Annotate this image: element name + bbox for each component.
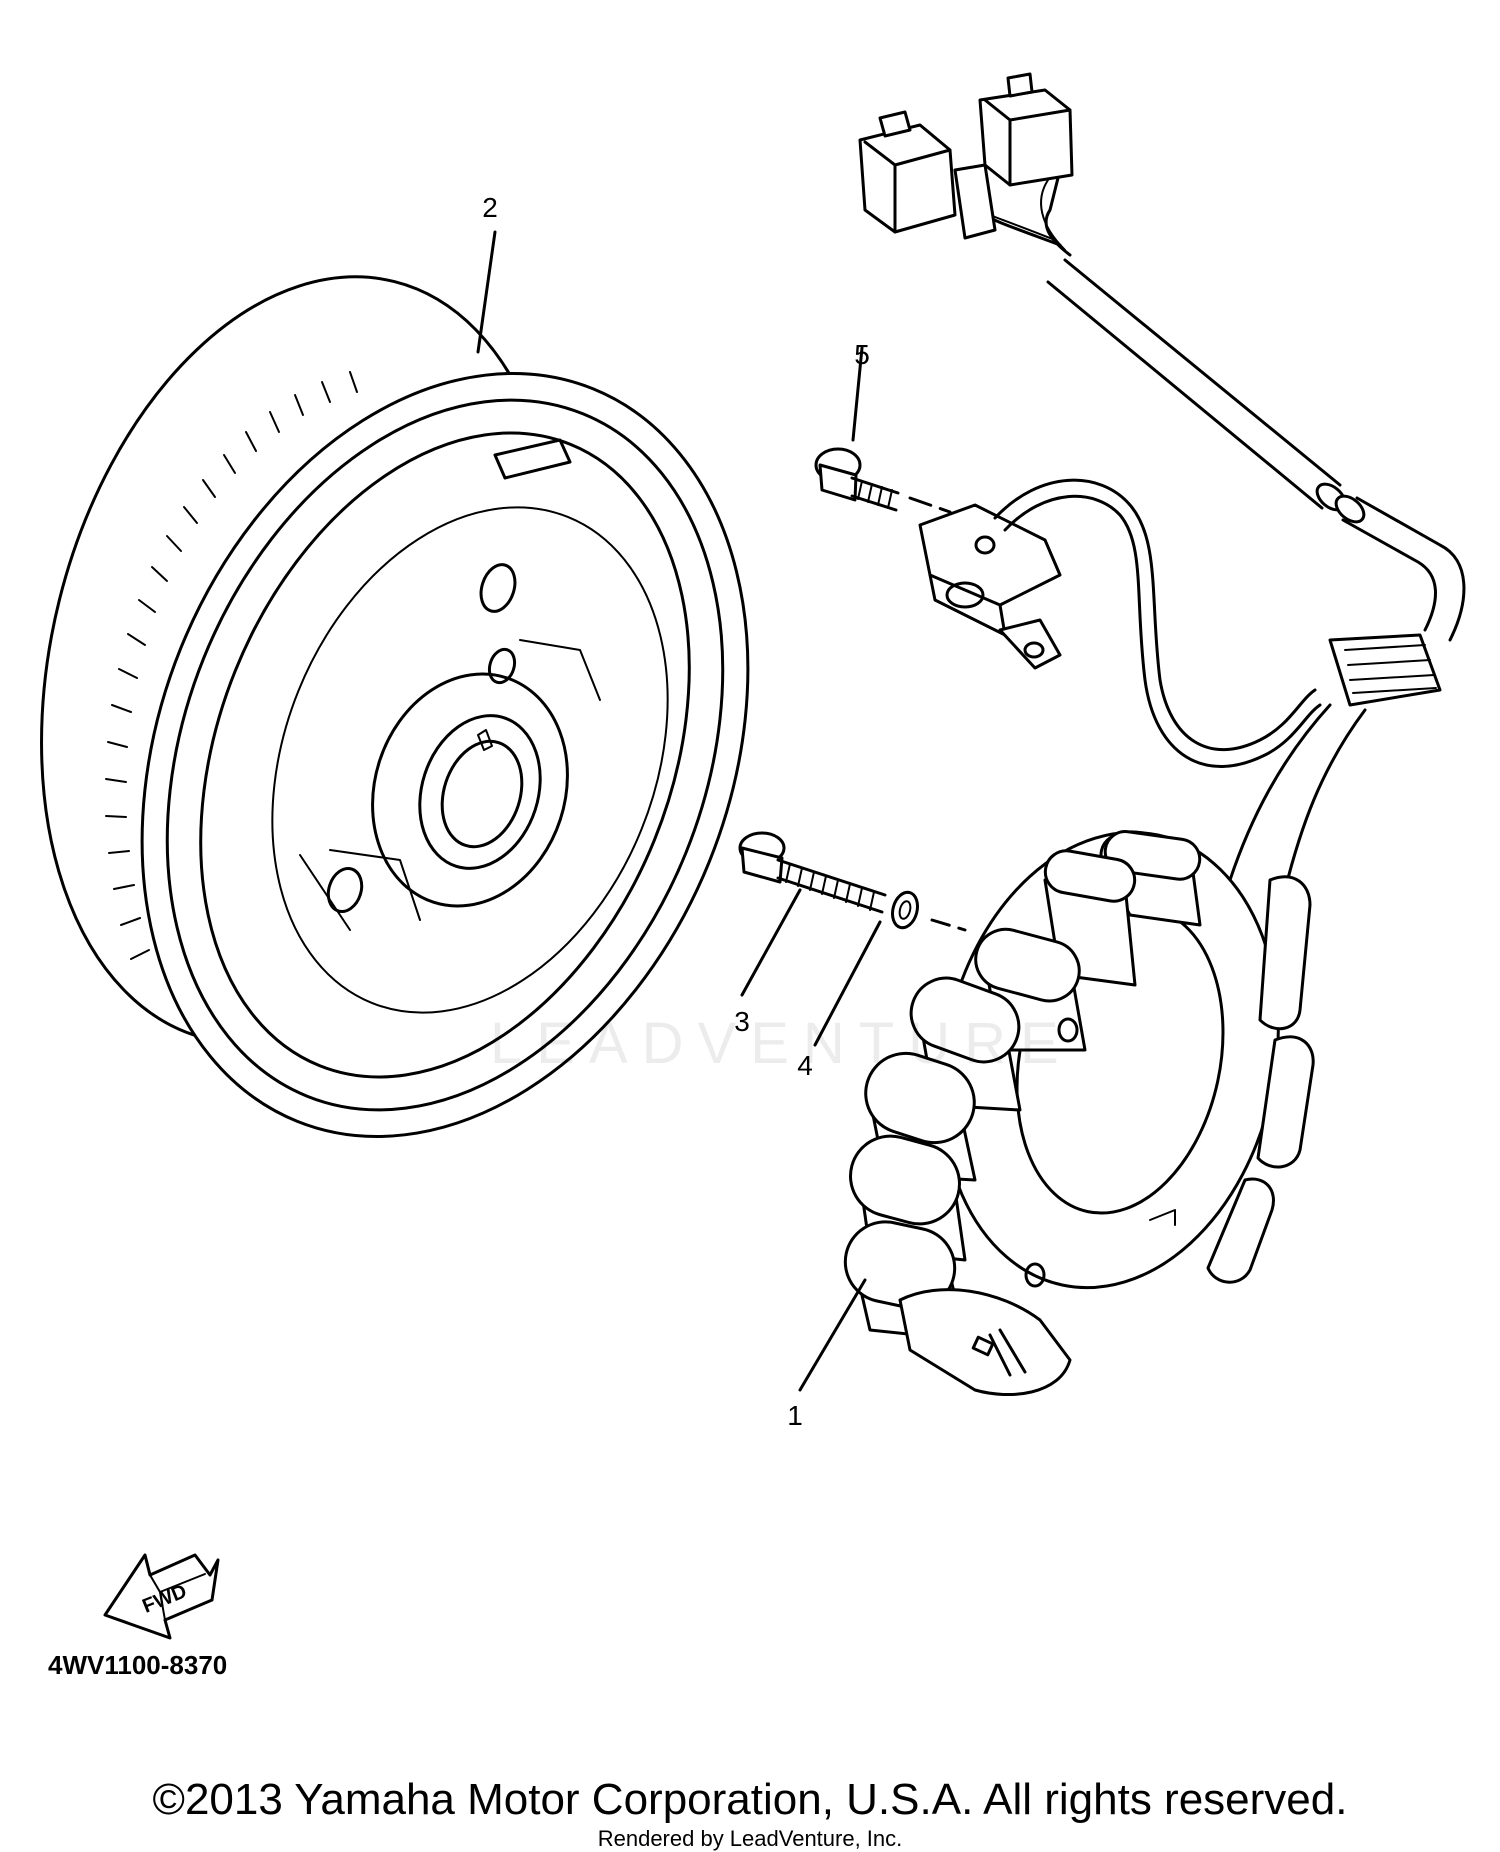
flywheel-rotor xyxy=(40,275,750,1138)
leader-lines xyxy=(476,230,882,1392)
callout-2: 2 xyxy=(482,192,498,223)
bolt-5 xyxy=(814,447,952,514)
diagram-code: 4WV1100-8370 xyxy=(48,1650,228,1680)
pickup-coil xyxy=(918,478,1322,768)
wire-harness xyxy=(858,72,1466,707)
washer-4 xyxy=(891,890,967,932)
callout-4: 4 xyxy=(797,1050,813,1081)
callout-1: 1 xyxy=(787,1400,803,1431)
stator-assembly xyxy=(843,703,1367,1396)
callout-3: 3 xyxy=(734,1006,750,1037)
rendered-by-note: Rendered by LeadVenture, Inc. xyxy=(597,1826,903,1851)
fwd-arrow-icon: FWD xyxy=(103,1553,220,1640)
callout-5: 5 xyxy=(854,339,870,370)
copyright-notice: ©2013 Yamaha Motor Corporation, U.S.A. A… xyxy=(152,1775,1348,1824)
watermark: LEADVENTURE xyxy=(490,1011,1073,1076)
screw-3 xyxy=(738,831,887,914)
